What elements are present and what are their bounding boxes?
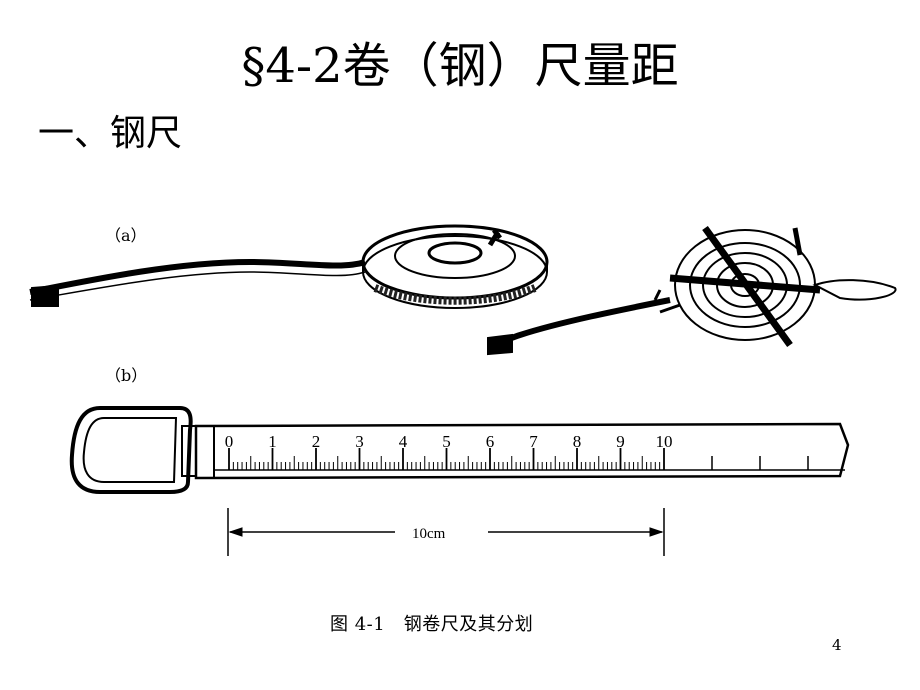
tape-end-ring bbox=[69, 406, 197, 494]
ruler-number: 8 bbox=[573, 432, 582, 451]
ruler-number: 10 bbox=[656, 432, 673, 451]
ruler-number: 5 bbox=[442, 432, 451, 451]
ruler-number: 7 bbox=[529, 432, 538, 451]
ruler-number: 1 bbox=[268, 432, 277, 451]
dimension-line bbox=[227, 508, 665, 556]
ruler-number: 6 bbox=[486, 432, 495, 451]
open-frame-tape-illustration bbox=[487, 225, 897, 356]
ruler-number: 3 bbox=[355, 432, 364, 451]
figure-label-b: （b） bbox=[105, 366, 148, 385]
ruler-tick-marks bbox=[214, 448, 845, 471]
dimension-label: 10cm bbox=[412, 526, 446, 542]
figure-caption: 图 4-1 钢卷尺及其分划 bbox=[330, 614, 534, 635]
section-heading: 一、钢尺 bbox=[38, 113, 183, 154]
figure-label-a: （a） bbox=[105, 226, 147, 245]
ruler-number: 0 bbox=[225, 432, 234, 451]
ruler-numbers: 0 1 2 3 4 5 6 7 8 9 10 bbox=[225, 432, 673, 451]
ruler-number: 9 bbox=[616, 432, 625, 451]
ruler-number: 2 bbox=[312, 432, 321, 451]
page-number: 4 bbox=[832, 636, 842, 654]
closed-tape-reel-illustration bbox=[29, 224, 549, 309]
ruler-number: 4 bbox=[399, 432, 408, 451]
slide-title: §4-2卷（钢）尺量距 bbox=[241, 38, 679, 94]
